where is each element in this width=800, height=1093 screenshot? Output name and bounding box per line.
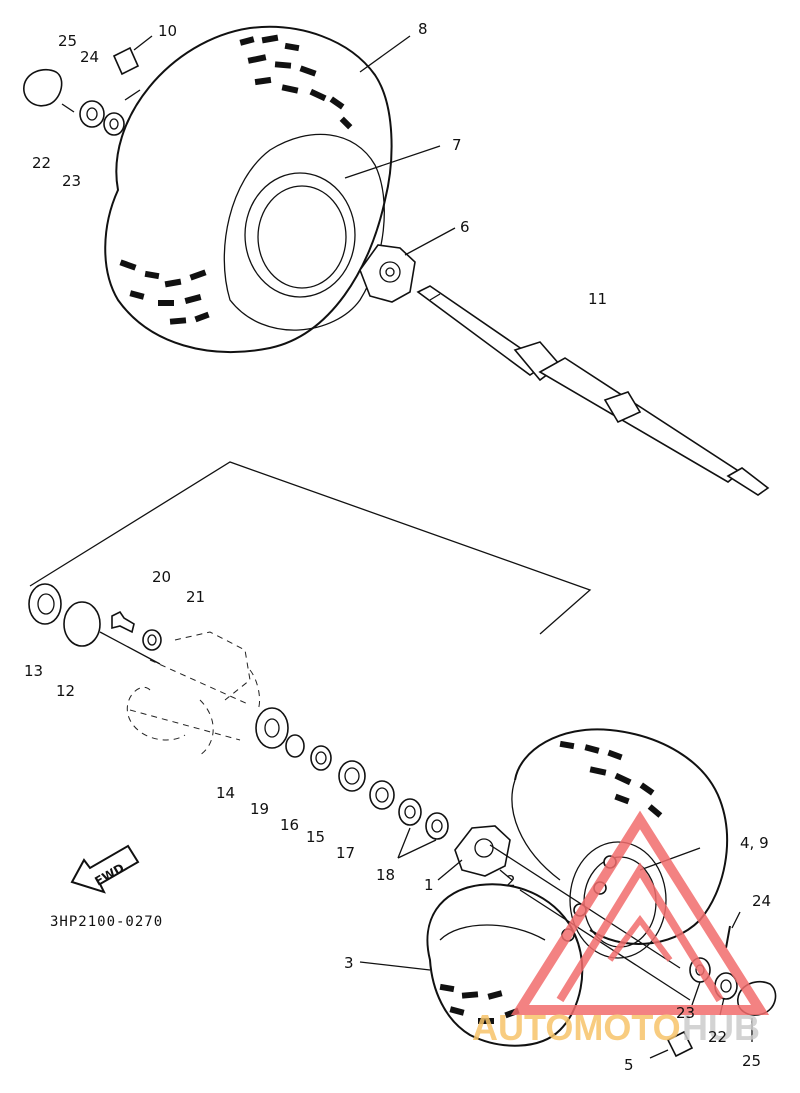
tire-sidewall [223, 133, 385, 331]
hub-1 [454, 825, 511, 877]
dashed-boundary [29, 461, 592, 756]
callout-23-bottom: 23 [676, 1004, 695, 1022]
callout-2: 2 [506, 872, 516, 890]
tire-8 [104, 25, 393, 353]
callout-7: 7 [452, 136, 462, 154]
bearing-stack [255, 707, 449, 840]
callout-25-top: 25 [58, 32, 77, 50]
lower-tread-pattern [439, 740, 663, 1024]
callout-13: 13 [24, 662, 43, 680]
callout-22-bottom: 22 [708, 1028, 727, 1046]
hub-14 [255, 707, 289, 749]
fwd-label: FWD [92, 861, 126, 889]
watermark-logo: AUTOMOTO HUB [472, 810, 770, 1048]
watermark-text-accent: HUB [682, 1007, 760, 1048]
callout-11: 11 [588, 290, 607, 308]
diagram-code: 3HP2100-0270 [50, 914, 163, 930]
tire-half-far [514, 728, 729, 945]
watermark-triangle-icon [510, 810, 770, 1015]
callout-4-9: 4, 9 [740, 834, 769, 852]
rim-half-2 [569, 841, 667, 959]
callout-23-top: 23 [62, 172, 81, 190]
callout-15: 15 [306, 828, 325, 846]
cotter-pin-24-lower [725, 925, 731, 949]
upper-fasteners [23, 46, 141, 136]
bearing-18a [398, 798, 422, 826]
cover-12 [63, 601, 101, 647]
washer-21 [142, 629, 162, 651]
callout-16: 16 [280, 816, 299, 834]
brake-parts [28, 583, 162, 651]
callout-24-top: 24 [80, 48, 99, 66]
callout-24-bottom: 24 [752, 892, 771, 910]
washer-23 [103, 112, 125, 136]
hub-6 [359, 244, 416, 303]
nut-22 [79, 100, 105, 128]
callout-labels: 8 7 6 11 10 25 24 22 23 20 21 13 12 14 1… [24, 20, 771, 1074]
cotter-pin-24 [61, 103, 75, 113]
fwd-arrow-icon: FWD [70, 844, 140, 894]
callout-22-top: 22 [32, 154, 51, 172]
callout-19: 19 [250, 800, 269, 818]
o-ring-19 [285, 734, 305, 758]
cap-10 [112, 46, 140, 76]
callout-14: 14 [216, 784, 235, 802]
rear-axle-11 [416, 285, 770, 496]
bearing-15 [338, 760, 366, 792]
wheel-rim-7 [244, 172, 356, 298]
bolt-20 [111, 610, 135, 634]
callout-12: 12 [56, 682, 75, 700]
collar-16 [310, 745, 332, 771]
watermark-text-main: AUTOMOTO [472, 1007, 681, 1048]
callout-3: 3 [344, 954, 354, 972]
callout-5: 5 [624, 1056, 634, 1074]
callout-10: 10 [158, 22, 177, 40]
callout-17: 17 [336, 844, 355, 862]
callout-1: 1 [424, 876, 434, 894]
upper-wheel-assembly [104, 25, 393, 353]
callout-20: 20 [152, 568, 171, 586]
cap-5 [666, 1030, 694, 1058]
callout-25-bottom: 25 [742, 1052, 761, 1070]
callout-8: 8 [418, 20, 428, 38]
callout-6: 6 [460, 218, 470, 236]
bearing-18b [425, 812, 449, 840]
seal-13 [28, 583, 62, 625]
hub-cap-25 [23, 68, 63, 107]
upper-leader-lines [133, 35, 456, 256]
wheel-rim-inner [257, 185, 347, 289]
tire-half-3 [426, 883, 584, 1047]
callout-18: 18 [376, 866, 395, 884]
tire-tread-pattern [119, 34, 353, 325]
spacer-17 [369, 780, 395, 810]
callout-21: 21 [186, 588, 205, 606]
